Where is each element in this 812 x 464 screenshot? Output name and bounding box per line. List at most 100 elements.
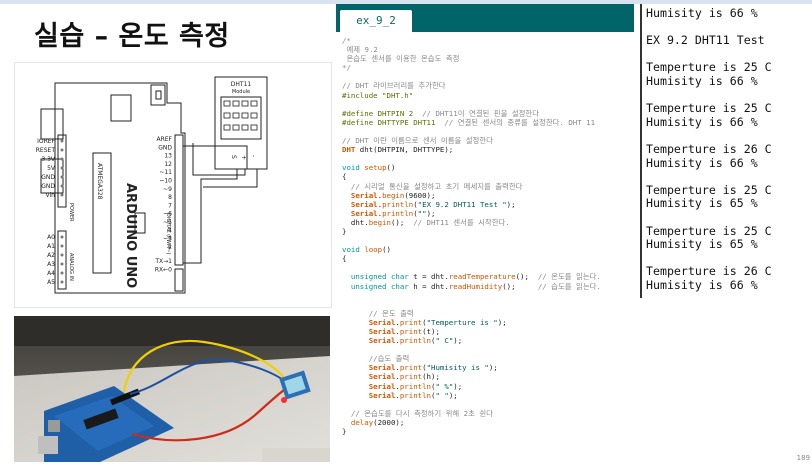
code-token: println bbox=[399, 381, 432, 391]
code-token bbox=[342, 382, 369, 391]
code-token: . bbox=[395, 372, 400, 382]
code-token: // DHT11이 연결된 핀을 설정한다 bbox=[422, 108, 540, 118]
code-token bbox=[342, 282, 351, 291]
schematic-pin-label: A0 bbox=[47, 234, 55, 241]
code-line: unsigned char h = dht.readHumidity(); //… bbox=[342, 282, 601, 291]
code-token: . bbox=[395, 327, 400, 336]
code-token: . bbox=[377, 199, 383, 209]
board-label: ARDUINO UNO bbox=[123, 183, 138, 288]
schematic-pin-label: GND bbox=[41, 174, 55, 181]
code-token: begin bbox=[368, 217, 391, 227]
code-line: // DHT 이란 이름으로 센서 이름을 설정한다 bbox=[342, 136, 601, 145]
slide-title: 실습 – 온도 측정 bbox=[34, 21, 230, 52]
schematic-pin-label: ~5 bbox=[163, 219, 172, 226]
code-token: "Temperture is " bbox=[426, 317, 498, 327]
schematic-pin-label: 13 bbox=[164, 153, 172, 160]
code-line: Serial.println(" %"); bbox=[342, 382, 601, 391]
code-line: Serial.println(" C"); bbox=[342, 336, 601, 345]
code-token: ( bbox=[422, 317, 427, 327]
code-token: ( bbox=[422, 363, 427, 373]
serial-output-line: Humisity is 65 % bbox=[646, 196, 758, 211]
code-token: t = dht. bbox=[408, 272, 449, 282]
code-token: 온습도 센서를 이용한 온습도 측정 bbox=[342, 54, 460, 64]
code-token bbox=[342, 336, 369, 345]
code-line bbox=[342, 345, 601, 354]
code-token: ( bbox=[413, 199, 418, 209]
code-token bbox=[342, 191, 351, 200]
serial-output-line: Temperture is 26 C bbox=[646, 264, 772, 279]
code-line: 온습도 센서를 이용한 온습도 측정 bbox=[342, 54, 601, 63]
code-token: (); bbox=[390, 217, 414, 227]
code-token: . bbox=[377, 190, 383, 200]
schematic-pin-label: RX←0 bbox=[155, 267, 172, 274]
schematic-pin-label: ~10 bbox=[159, 178, 172, 185]
schematic-pin-label: TX→1 bbox=[154, 258, 172, 265]
serial-output-line: Temperture is 26 C bbox=[646, 142, 772, 156]
code-token: ); bbox=[453, 381, 463, 391]
code-line: // DHT 라이브러리를 추가한다 bbox=[342, 81, 601, 90]
code-token: /* bbox=[342, 36, 351, 45]
code-line: #define DHTTYPE DHT11 // 연결된 센서의 종류를 설정한… bbox=[342, 118, 601, 127]
code-line: { bbox=[342, 172, 601, 181]
code-token bbox=[342, 327, 369, 336]
code-editor[interactable]: /* 예제 9.2 온습도 센서를 이용한 온습도 측정*/ // DHT 라이… bbox=[342, 36, 601, 436]
code-token: () bbox=[386, 163, 396, 173]
code-line bbox=[342, 291, 601, 300]
code-token: println bbox=[382, 208, 414, 218]
code-token: void bbox=[342, 163, 360, 173]
code-token: 예제 9.2 bbox=[342, 45, 378, 55]
serial-output-line: Humisity is 66 % bbox=[646, 6, 758, 20]
code-line bbox=[342, 100, 601, 109]
code-token: " " bbox=[435, 390, 449, 400]
code-token: "EX 9.2 DHT11 Test " bbox=[417, 199, 507, 209]
code-token: { bbox=[342, 172, 347, 182]
code-token: unsigned char bbox=[350, 281, 409, 291]
tab-ex-9-2[interactable]: ex_9_2 bbox=[340, 10, 412, 32]
code-line: void setup() bbox=[342, 163, 601, 172]
code-token: // 연결된 센서의 종류를 설정한다. DHT 11 bbox=[444, 117, 596, 127]
code-token bbox=[342, 372, 369, 381]
code-token: h = dht. bbox=[408, 281, 449, 291]
code-token: { bbox=[342, 254, 347, 264]
schematic-pin-label: A5 bbox=[47, 279, 55, 286]
serial-output-line: EX 9.2 DHT11 Test bbox=[646, 33, 765, 48]
serial-output-line: Temperture is 25 C bbox=[646, 101, 772, 116]
code-token: ); bbox=[448, 390, 458, 400]
code-token: Serial bbox=[350, 208, 378, 218]
sensor-pin-plus: + bbox=[240, 155, 247, 160]
code-token: println bbox=[399, 336, 432, 346]
code-token: (); bbox=[515, 272, 538, 282]
code-line: Serial.print(h); bbox=[342, 372, 601, 381]
code-line: void loop() bbox=[342, 245, 601, 254]
schematic-pin-label: A2 bbox=[47, 252, 55, 259]
code-token: */ bbox=[342, 63, 351, 73]
code-token: Serial bbox=[368, 372, 396, 382]
code-token: Serial bbox=[368, 336, 396, 346]
serial-output-line: Temperture is 25 C bbox=[646, 182, 772, 197]
schematic-pin-label: Vin bbox=[46, 192, 56, 199]
schematic-pin-label: 4 bbox=[168, 227, 172, 234]
code-token: // 온도를 읽는다. bbox=[537, 272, 601, 282]
sensor-pin-minus: - bbox=[250, 155, 257, 157]
schematic-pin-label: A1 bbox=[47, 243, 55, 250]
ide-tab-bar: ex_9_2 bbox=[336, 4, 634, 32]
code-line: /* bbox=[342, 36, 601, 45]
code-token: ); bbox=[488, 363, 498, 373]
code-token: } bbox=[342, 226, 347, 236]
schematic-pin-label: GND bbox=[41, 183, 55, 190]
code-token: // DHT 라이브러리를 추가한다 bbox=[342, 81, 446, 91]
code-token: (); bbox=[502, 281, 538, 291]
code-line bbox=[342, 263, 601, 272]
code-line: } bbox=[342, 227, 601, 236]
code-token: Serial bbox=[368, 381, 396, 391]
serial-output-line: Humisity is 66 % bbox=[646, 278, 758, 292]
code-token: #define DHTPIN 2 bbox=[342, 108, 423, 118]
code-token: Serial bbox=[368, 363, 396, 373]
code-token: readHumidity bbox=[448, 281, 503, 291]
code-token: () bbox=[382, 245, 391, 255]
code-line bbox=[342, 154, 601, 163]
code-token: setup bbox=[364, 163, 387, 173]
code-token: . bbox=[395, 363, 400, 373]
code-token: ); bbox=[426, 208, 436, 218]
yellow-wire bbox=[122, 339, 285, 393]
